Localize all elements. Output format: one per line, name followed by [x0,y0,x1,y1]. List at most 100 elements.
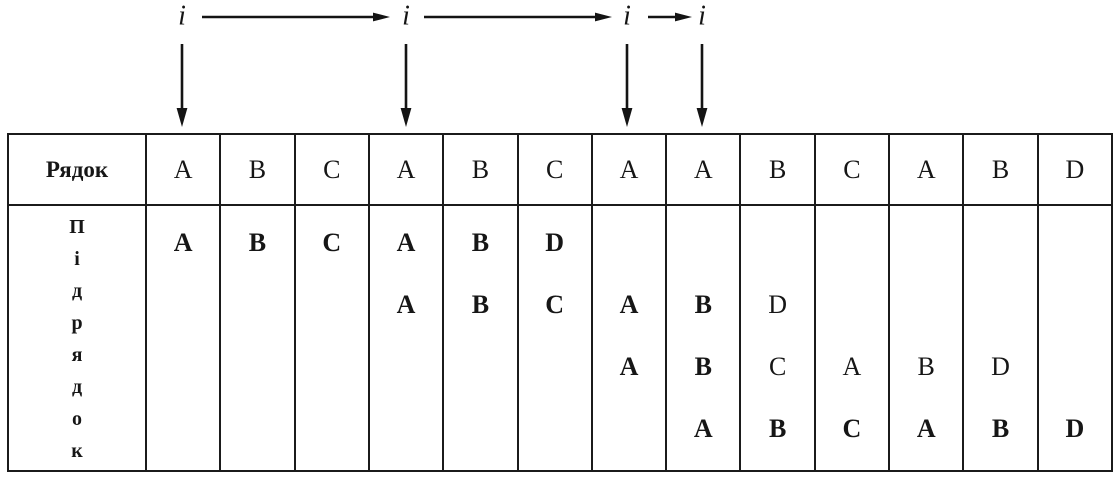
pattern-cell [1039,274,1111,336]
pattern-cell [370,398,442,460]
pattern-cell [741,212,813,274]
text-cell: C [813,135,888,204]
pattern-row: П і д р я д о к A B C [9,206,1111,470]
pointer-i-label: i [698,0,706,32]
pointer-i-label: i [402,0,410,32]
pattern-column: A A [590,206,665,470]
text-cell: A [590,135,665,204]
text-row: Рядок A B C A B C A A B C A B D [9,135,1111,206]
pattern-cell: A [916,414,936,443]
pattern-column: D C [516,206,591,470]
pattern-cell [296,336,368,398]
row-header-pidryadok: П і д р я д о к [9,206,145,470]
pattern-cell [221,398,293,460]
row-header-letter: П [69,216,85,238]
pointer-i-label: i [178,0,186,32]
string-match-table: Рядок A B C A B C A A B C A B D П і д р … [7,133,1113,472]
pattern-cell: D [768,290,787,319]
pattern-cell [444,336,516,398]
pattern-cell: C [545,290,565,319]
pattern-cell [221,336,293,398]
pattern-cell: B [694,352,712,381]
pattern-cell [296,398,368,460]
pattern-column: B B [442,206,516,470]
pattern-column: A [145,206,219,470]
row-header-letter: я [71,344,83,366]
pattern-cell: C [322,228,342,257]
pattern-cell: D [1065,414,1085,443]
pattern-cell: C [842,414,862,443]
pattern-cell: B [917,352,935,381]
pattern-cell: A [396,228,416,257]
pattern-column: A A [367,206,442,470]
arrow-right-icon [648,12,692,22]
pattern-cell: B [471,228,490,257]
pattern-column: D B [962,206,1036,470]
text-cell: B [962,135,1036,204]
arrow-down-icon [400,44,412,127]
text-cell: C [293,135,368,204]
row-header-letter: і [74,248,80,270]
pattern-cell: D [991,352,1010,381]
arrow-down-icon [176,44,188,127]
pattern-cell: A [396,290,416,319]
pointer-i-label: i [623,0,631,32]
pattern-cell [296,274,368,336]
pattern-column: D C B [739,206,813,470]
pattern-cell [964,274,1036,336]
text-cell: A [665,135,739,204]
text-cell: A [145,135,219,204]
arrow-right-icon [424,12,612,22]
pattern-cell [1039,336,1111,398]
pattern-cell [593,398,665,460]
row-header-letter: д [71,280,83,302]
pattern-cell [147,398,219,460]
pattern-column: B B A [665,206,739,470]
pattern-cell [890,212,962,274]
pattern-cell: A [173,228,193,257]
row-header-letter: о [72,408,82,430]
pattern-cell [221,274,293,336]
row-header-ryadok: Рядок [45,156,109,182]
pattern-cell: A [619,290,639,319]
pattern-cell: A [842,352,862,381]
pattern-cell [667,212,739,274]
pattern-cell [964,212,1036,274]
pattern-cell: A [693,414,713,443]
pattern-cell [816,212,888,274]
pattern-cell [593,212,665,274]
pattern-cell: B [248,228,267,257]
pattern-cell: B [768,414,787,443]
pattern-cell: A [619,352,639,381]
pattern-cell [444,398,516,460]
row-header-letter: к [71,440,83,462]
arrow-down-icon [696,44,708,127]
text-cell: C [516,135,591,204]
pattern-cell: B [991,414,1010,443]
pattern-cell [519,398,591,460]
pattern-column: B A [888,206,962,470]
arrows-layer [176,12,708,127]
pattern-cell: C [768,352,787,381]
pattern-cell: B [694,290,712,319]
pattern-cell [890,274,962,336]
pattern-cell [816,274,888,336]
text-cell: B [739,135,813,204]
text-cell: D [1036,135,1111,204]
text-cell: B [442,135,516,204]
pattern-column: C [293,206,368,470]
pattern-column: B [219,206,293,470]
arrow-right-icon [202,12,390,22]
pattern-column: A C [813,206,888,470]
pattern-cell: B [471,290,490,319]
arrow-down-icon [621,44,633,127]
pattern-cell: D [545,228,565,257]
pattern-cell [519,336,591,398]
text-cell: B [219,135,293,204]
pattern-cell [147,336,219,398]
pattern-column: D [1036,206,1111,470]
row-header-letter: д [71,376,83,398]
text-cell: A [367,135,442,204]
text-cell: A [888,135,962,204]
